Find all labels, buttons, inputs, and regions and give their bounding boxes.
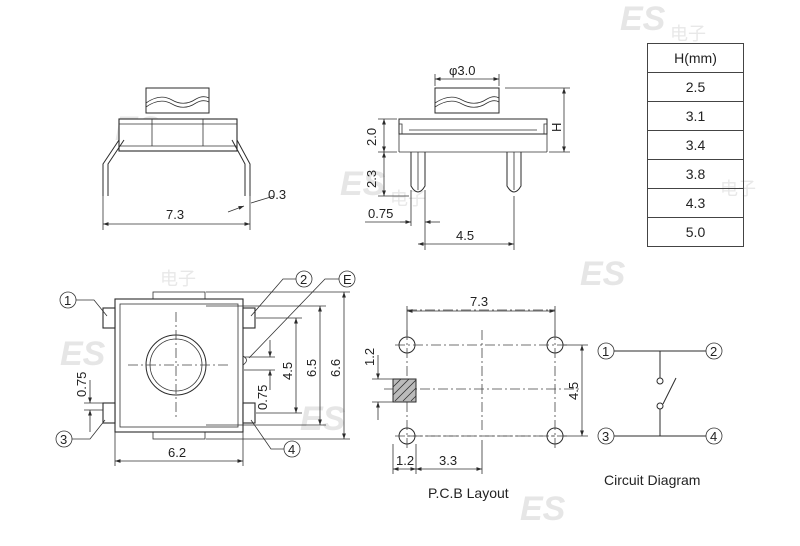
watermark-text: ES xyxy=(60,335,106,373)
height-table-cell: 5.0 xyxy=(647,217,744,247)
watermark-text: ES xyxy=(340,165,386,203)
dim-hole-dia: 1.2 xyxy=(362,348,377,366)
watermark-cn: 电子 xyxy=(160,269,196,289)
pin-front-right xyxy=(506,152,522,193)
dim-pin-pitch: 4.5 xyxy=(456,228,474,243)
pcb-caption: P.C.B Layout xyxy=(428,485,509,501)
switch-contact xyxy=(656,377,664,385)
dim-top-width: 6.2 xyxy=(168,445,186,460)
dim-pin-length: 2.3 xyxy=(364,170,379,188)
svg-text:1: 1 xyxy=(64,293,71,308)
height-table-cell: 3.1 xyxy=(647,101,744,131)
svg-text:2: 2 xyxy=(300,272,307,287)
dim-pin-offset: 0.75 xyxy=(368,206,393,221)
switch-lever xyxy=(662,377,677,405)
pin-tab xyxy=(102,307,116,329)
callout-e: E xyxy=(248,270,356,359)
callout-4: 4 xyxy=(250,419,301,458)
terminal-4: 4 xyxy=(705,427,723,445)
svg-text:3: 3 xyxy=(60,432,67,447)
svg-text:3: 3 xyxy=(602,429,609,444)
actuator-cap xyxy=(434,87,500,114)
svg-text:1: 1 xyxy=(602,344,609,359)
height-table-cell: 4.3 xyxy=(647,188,744,218)
circuit-caption: Circuit Diagram xyxy=(604,472,700,488)
actuator-wave xyxy=(145,96,210,104)
dim-body-height: 6.5 xyxy=(304,359,319,377)
pcb-pad xyxy=(392,378,417,403)
dim-tab-offset-left: 0.75 xyxy=(74,372,89,397)
dim-pin-thickness: 0.3 xyxy=(268,187,286,202)
dim-pcb-height: 4.5 xyxy=(566,382,581,400)
height-table: H(mm) 2.5 3.1 3.4 3.8 4.3 5.0 xyxy=(647,43,744,247)
height-table-cell: 3.8 xyxy=(647,159,744,189)
dim-width: 7.3 xyxy=(166,207,184,222)
svg-text:E: E xyxy=(343,272,352,287)
top-view: 6.2 4.5 6.5 6.6 0.75 0.75 1 xyxy=(55,270,356,466)
height-table-cell: 3.4 xyxy=(647,130,744,160)
dim-pcb-width: 7.3 xyxy=(470,294,488,309)
dim-tab-offset-right: 0.75 xyxy=(255,385,270,410)
switch-contact xyxy=(656,402,664,410)
svg-text:2: 2 xyxy=(710,344,717,359)
dim-pad-offset: 1.2 xyxy=(396,453,414,468)
watermark-text: ES xyxy=(300,400,346,438)
callout-3: 3 xyxy=(55,419,106,448)
watermark-cn: 电子 xyxy=(670,24,706,44)
pin-leg-left xyxy=(102,139,120,196)
switch-body xyxy=(114,298,244,433)
pin-leg-right xyxy=(236,139,251,196)
svg-text:4: 4 xyxy=(710,429,717,444)
watermark-text: ES xyxy=(620,0,666,38)
pin-tab xyxy=(242,307,256,329)
callout-2: 2 xyxy=(250,270,313,317)
dim-body-height: 2.0 xyxy=(364,128,379,146)
callout-1: 1 xyxy=(59,291,108,317)
watermark-text: ES xyxy=(520,490,566,528)
watermark-text: ES xyxy=(580,255,626,293)
watermark: ES 电子 ES 电子 ES 电子 ES 电子 ES ES ES 电子 xyxy=(60,0,756,528)
terminal-1: 1 xyxy=(597,342,615,360)
side-view: 7.3 0.3 xyxy=(102,87,286,230)
pcb-layout: 7.3 4.5 1.2 1.2 3.3 P.C.B Layout xyxy=(362,294,588,501)
watermark-cn: 电子 xyxy=(390,189,426,209)
front-view: φ3.0 H 2.0 2.3 0.75 xyxy=(364,63,570,250)
dim-actuator-dia: φ3.0 xyxy=(449,63,476,78)
dim-height-h: H xyxy=(549,123,564,132)
circuit-diagram: 1 2 3 4 Circuit Diagram xyxy=(597,342,723,488)
height-table-header: H(mm) xyxy=(647,43,744,73)
dim-pin-span: 4.5 xyxy=(280,362,295,380)
height-table-cell: 2.5 xyxy=(647,72,744,102)
pin-tab xyxy=(102,402,116,424)
svg-text:4: 4 xyxy=(288,442,295,457)
dim-pad-spacing: 3.3 xyxy=(439,453,457,468)
pin-tab xyxy=(242,402,256,424)
terminal-3: 3 xyxy=(597,427,615,445)
switch-body xyxy=(398,118,548,135)
dim-total-height: 6.6 xyxy=(328,359,343,377)
terminal-2: 2 xyxy=(705,342,723,360)
pin-front-left xyxy=(410,152,426,193)
actuator-cap xyxy=(145,87,210,114)
